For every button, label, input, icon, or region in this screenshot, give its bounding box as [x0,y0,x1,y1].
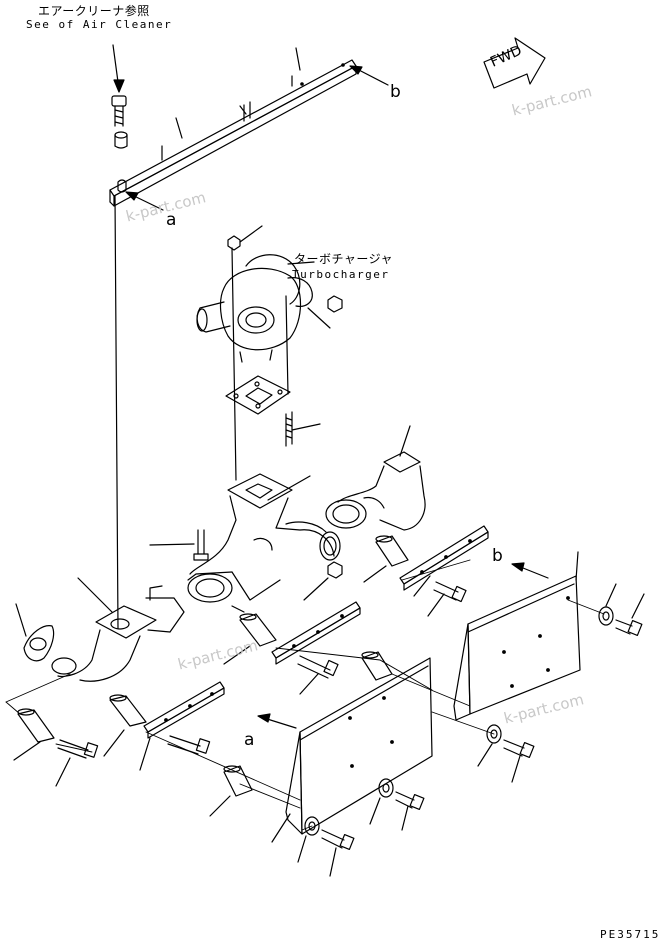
arrow-a-top [125,191,164,211]
spacer-left-2 [103,694,147,757]
guide-line-turbo [285,295,289,395]
bolt-center-left [149,529,209,561]
arrow-a-bottom [257,713,297,729]
callout-b-bottom: b [492,546,503,566]
turbo-gasket [225,375,291,415]
exhaust-manifold-left [51,577,185,682]
exhaust-manifold-center [187,473,341,613]
turbocharger-label-en: Turbocharger [292,268,390,281]
washer-bottom [297,816,320,863]
bolt-center-bracket [297,655,339,695]
bracket-strip-center [271,601,361,665]
exhaust-manifold-right [325,425,426,531]
bolt-center-shield [395,791,425,831]
spacer-center-2 [209,765,253,817]
drawing-code: PE35715 [600,928,661,941]
spacer-center-3 [361,651,393,681]
heat-shield-right [453,551,581,721]
bolt-right-bottom [503,739,535,783]
callout-b-top: b [390,82,401,102]
arrow-b-bottom [511,562,549,579]
bolt-left-bracket [167,735,211,755]
plug [303,561,343,601]
turbo-leader [287,261,315,265]
air-cleaner-bolt [111,44,127,127]
bracket-strip-left [139,681,225,771]
air-cleaner-label-jp: エアークリーナ参照 [38,4,150,18]
washer-right-top [598,583,617,626]
gasket-left [15,603,55,662]
air-cleaner-label-en: See of Air Cleaner [26,18,173,31]
collar [114,131,128,149]
washer-center [369,778,394,825]
bolt-bottom-shield [321,829,355,877]
turbocharger-label-jp: ターボチャージャ [294,252,394,266]
turbocharger [196,254,313,363]
guide-line-center [231,247,237,481]
arrow-b-top [349,65,389,86]
spacer-right [363,535,409,583]
bolt-right-top [615,593,645,637]
assembly-lines [5,559,605,831]
heat-shield-left [271,657,433,843]
callout-a-top: a [166,210,177,230]
callout-a-bottom: a [244,730,255,750]
fwd-arrow [483,37,546,89]
bolt-bottom-left [55,739,99,787]
bolt-right-bracket [427,581,467,617]
spacer-center-1 [223,613,277,665]
spacer-left-1 [13,708,55,761]
guide-line-left [114,195,119,629]
stud [285,411,321,447]
upper-bracket-bar [109,47,357,207]
washer-right-bottom [477,724,502,767]
turbo-nut-right [307,295,343,329]
bracket-strip-right [399,525,489,597]
turbo-nut-top [227,225,263,251]
